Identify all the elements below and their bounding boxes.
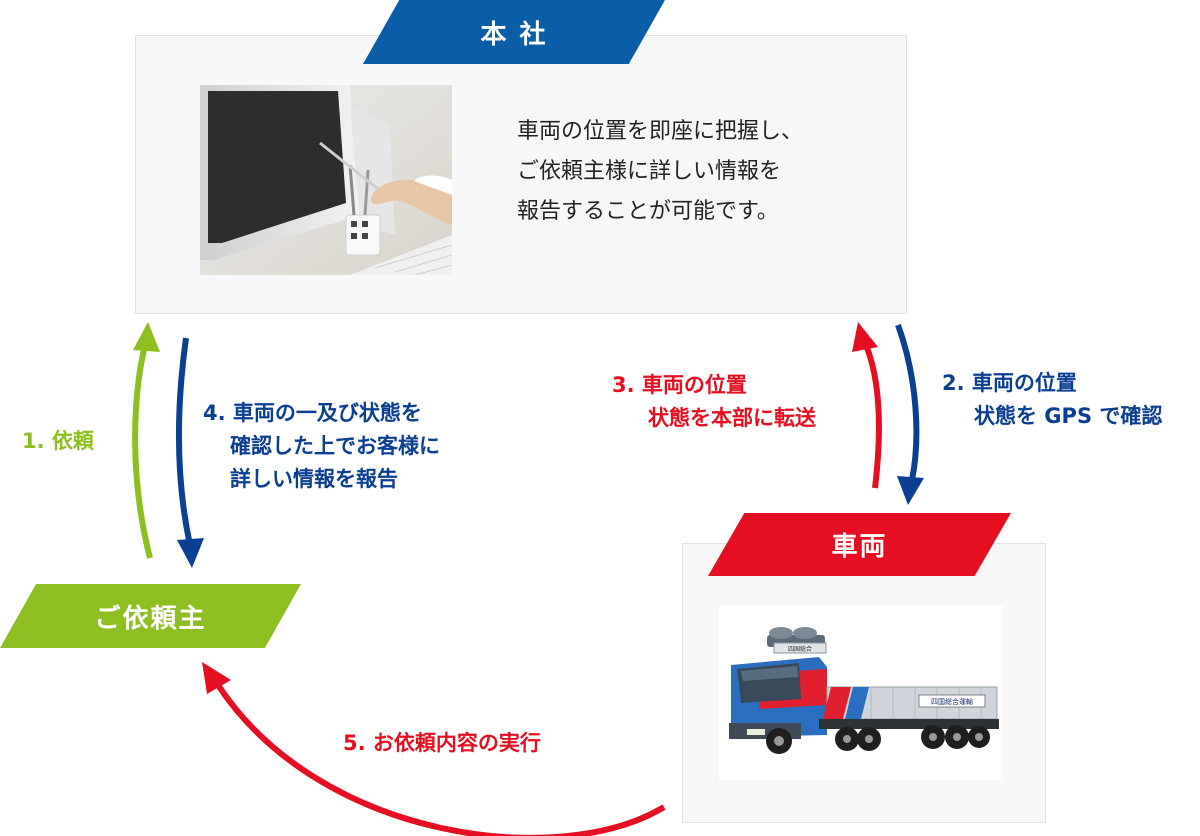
description-line-1: 車両の位置を即座に把握し、	[517, 119, 804, 144]
description-line-3: 報告することが可能です。	[517, 199, 779, 224]
vehicle-tag: 車両	[708, 513, 1011, 576]
headquarters-description: 車両の位置を即座に把握し、 ご依頼主様に詳しい情報を 報告することが可能です。	[517, 112, 877, 232]
step-report-line-3: 詳しい情報を報告	[230, 467, 398, 491]
arrow-gps	[895, 323, 920, 481]
description-line-2: ご依頼主様に詳しい情報を	[517, 159, 782, 184]
arrowhead-execute	[202, 662, 231, 694]
step-gps-label: 2. 車両の位置 状態を GPS で確認	[942, 367, 1162, 433]
vehicle-title: 車両	[831, 532, 888, 562]
truck-photo: 四国総合 四国総合運輸	[719, 605, 1002, 780]
step-transfer-line-2: 状態を本部に転送	[648, 406, 816, 430]
step-request-label: 1. 依頼	[22, 425, 94, 458]
step-request-line-1: 1. 依頼	[22, 429, 94, 453]
side-sign-text: 四国総合運輸	[931, 697, 973, 706]
arrow-transfer	[863, 343, 882, 489]
arrowhead-transfer	[852, 322, 878, 352]
step-report-line-1: 4. 車両の一及び状態を	[203, 401, 422, 425]
arrowhead-gps	[897, 476, 924, 505]
headquarters-tag: 本 社	[363, 0, 665, 64]
step-report-label: 4. 車両の一及び状態を 確認した上でお客様に 詳しい情報を報告	[203, 397, 440, 496]
arrow-execute	[215, 683, 666, 836]
office-photo	[200, 85, 452, 275]
step-report-line-2: 確認した上でお客様に	[230, 434, 440, 458]
client-title: ご依頼主	[94, 603, 207, 634]
client-tag: ご依頼主	[0, 584, 301, 648]
step-transfer-line-1: 3. 車両の位置	[612, 373, 747, 397]
step-execute-line-1: 5. お依頼内容の実行	[343, 731, 541, 755]
step-execute-label: 5. お依頼内容の実行	[343, 727, 541, 760]
step-gps-line-2: 状態を GPS で確認	[974, 404, 1163, 428]
arrow-request	[132, 344, 153, 559]
cab-sign-text: 四国総合	[788, 645, 812, 653]
arrow-report	[175, 337, 193, 546]
arrowhead-request	[133, 322, 160, 352]
arrowhead-report	[177, 538, 204, 568]
step-gps-line-1: 2. 車両の位置	[942, 371, 1077, 395]
step-transfer-label: 3. 車両の位置 状態を本部に転送	[612, 369, 816, 435]
headquarters-title: 本 社	[480, 19, 548, 50]
